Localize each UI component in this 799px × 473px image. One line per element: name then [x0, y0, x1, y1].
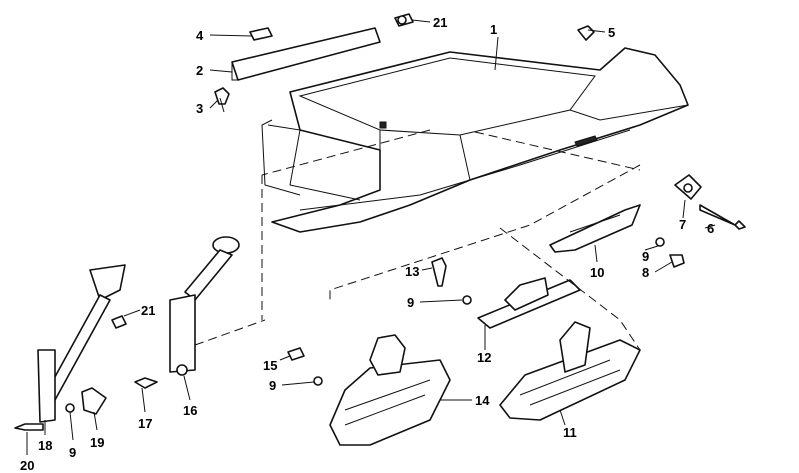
glove-box-part — [261, 47, 689, 233]
callout-18: 18 — [38, 438, 52, 453]
callout-1: 1 — [490, 22, 497, 37]
callout-15: 15 — [263, 358, 277, 373]
latch-part — [431, 257, 581, 329]
handle-part — [499, 321, 641, 421]
callout-13: 13 — [405, 264, 419, 279]
callout-21b: 21 — [433, 15, 447, 30]
callout-3: 3 — [196, 101, 203, 116]
callout-12: 12 — [477, 350, 491, 365]
callouts: 1 2 3 4 5 6 7 8 9 10 11 12 13 9 14 15 9 … — [20, 15, 714, 473]
hinge-bracket-part — [214, 13, 414, 113]
callout-10: 10 — [590, 265, 604, 280]
buffer-part — [577, 25, 595, 41]
assembly-lines — [194, 129, 641, 351]
callout-4: 4 — [196, 28, 204, 43]
callout-9d: 9 — [69, 445, 76, 460]
stay-part-18 — [14, 264, 127, 431]
lock-part — [674, 174, 746, 230]
handle-part-14 — [287, 334, 451, 446]
callout-9c: 9 — [269, 378, 276, 393]
striker-part — [549, 204, 685, 268]
callout-7: 7 — [679, 217, 686, 232]
callout-19: 19 — [90, 435, 104, 450]
callout-9b: 9 — [407, 295, 414, 310]
callout-8: 8 — [642, 265, 649, 280]
callout-20: 20 — [20, 458, 34, 473]
stay-part-16 — [134, 236, 240, 389]
callout-5: 5 — [608, 25, 615, 40]
callout-2: 2 — [196, 63, 203, 78]
callout-16: 16 — [183, 403, 197, 418]
callout-6: 6 — [707, 221, 714, 236]
callout-21a: 21 — [141, 303, 155, 318]
callout-17: 17 — [138, 416, 152, 431]
leader-lines — [26, 19, 716, 455]
callout-14: 14 — [475, 393, 490, 408]
callout-11: 11 — [563, 425, 577, 440]
callout-9: 9 — [642, 249, 649, 264]
